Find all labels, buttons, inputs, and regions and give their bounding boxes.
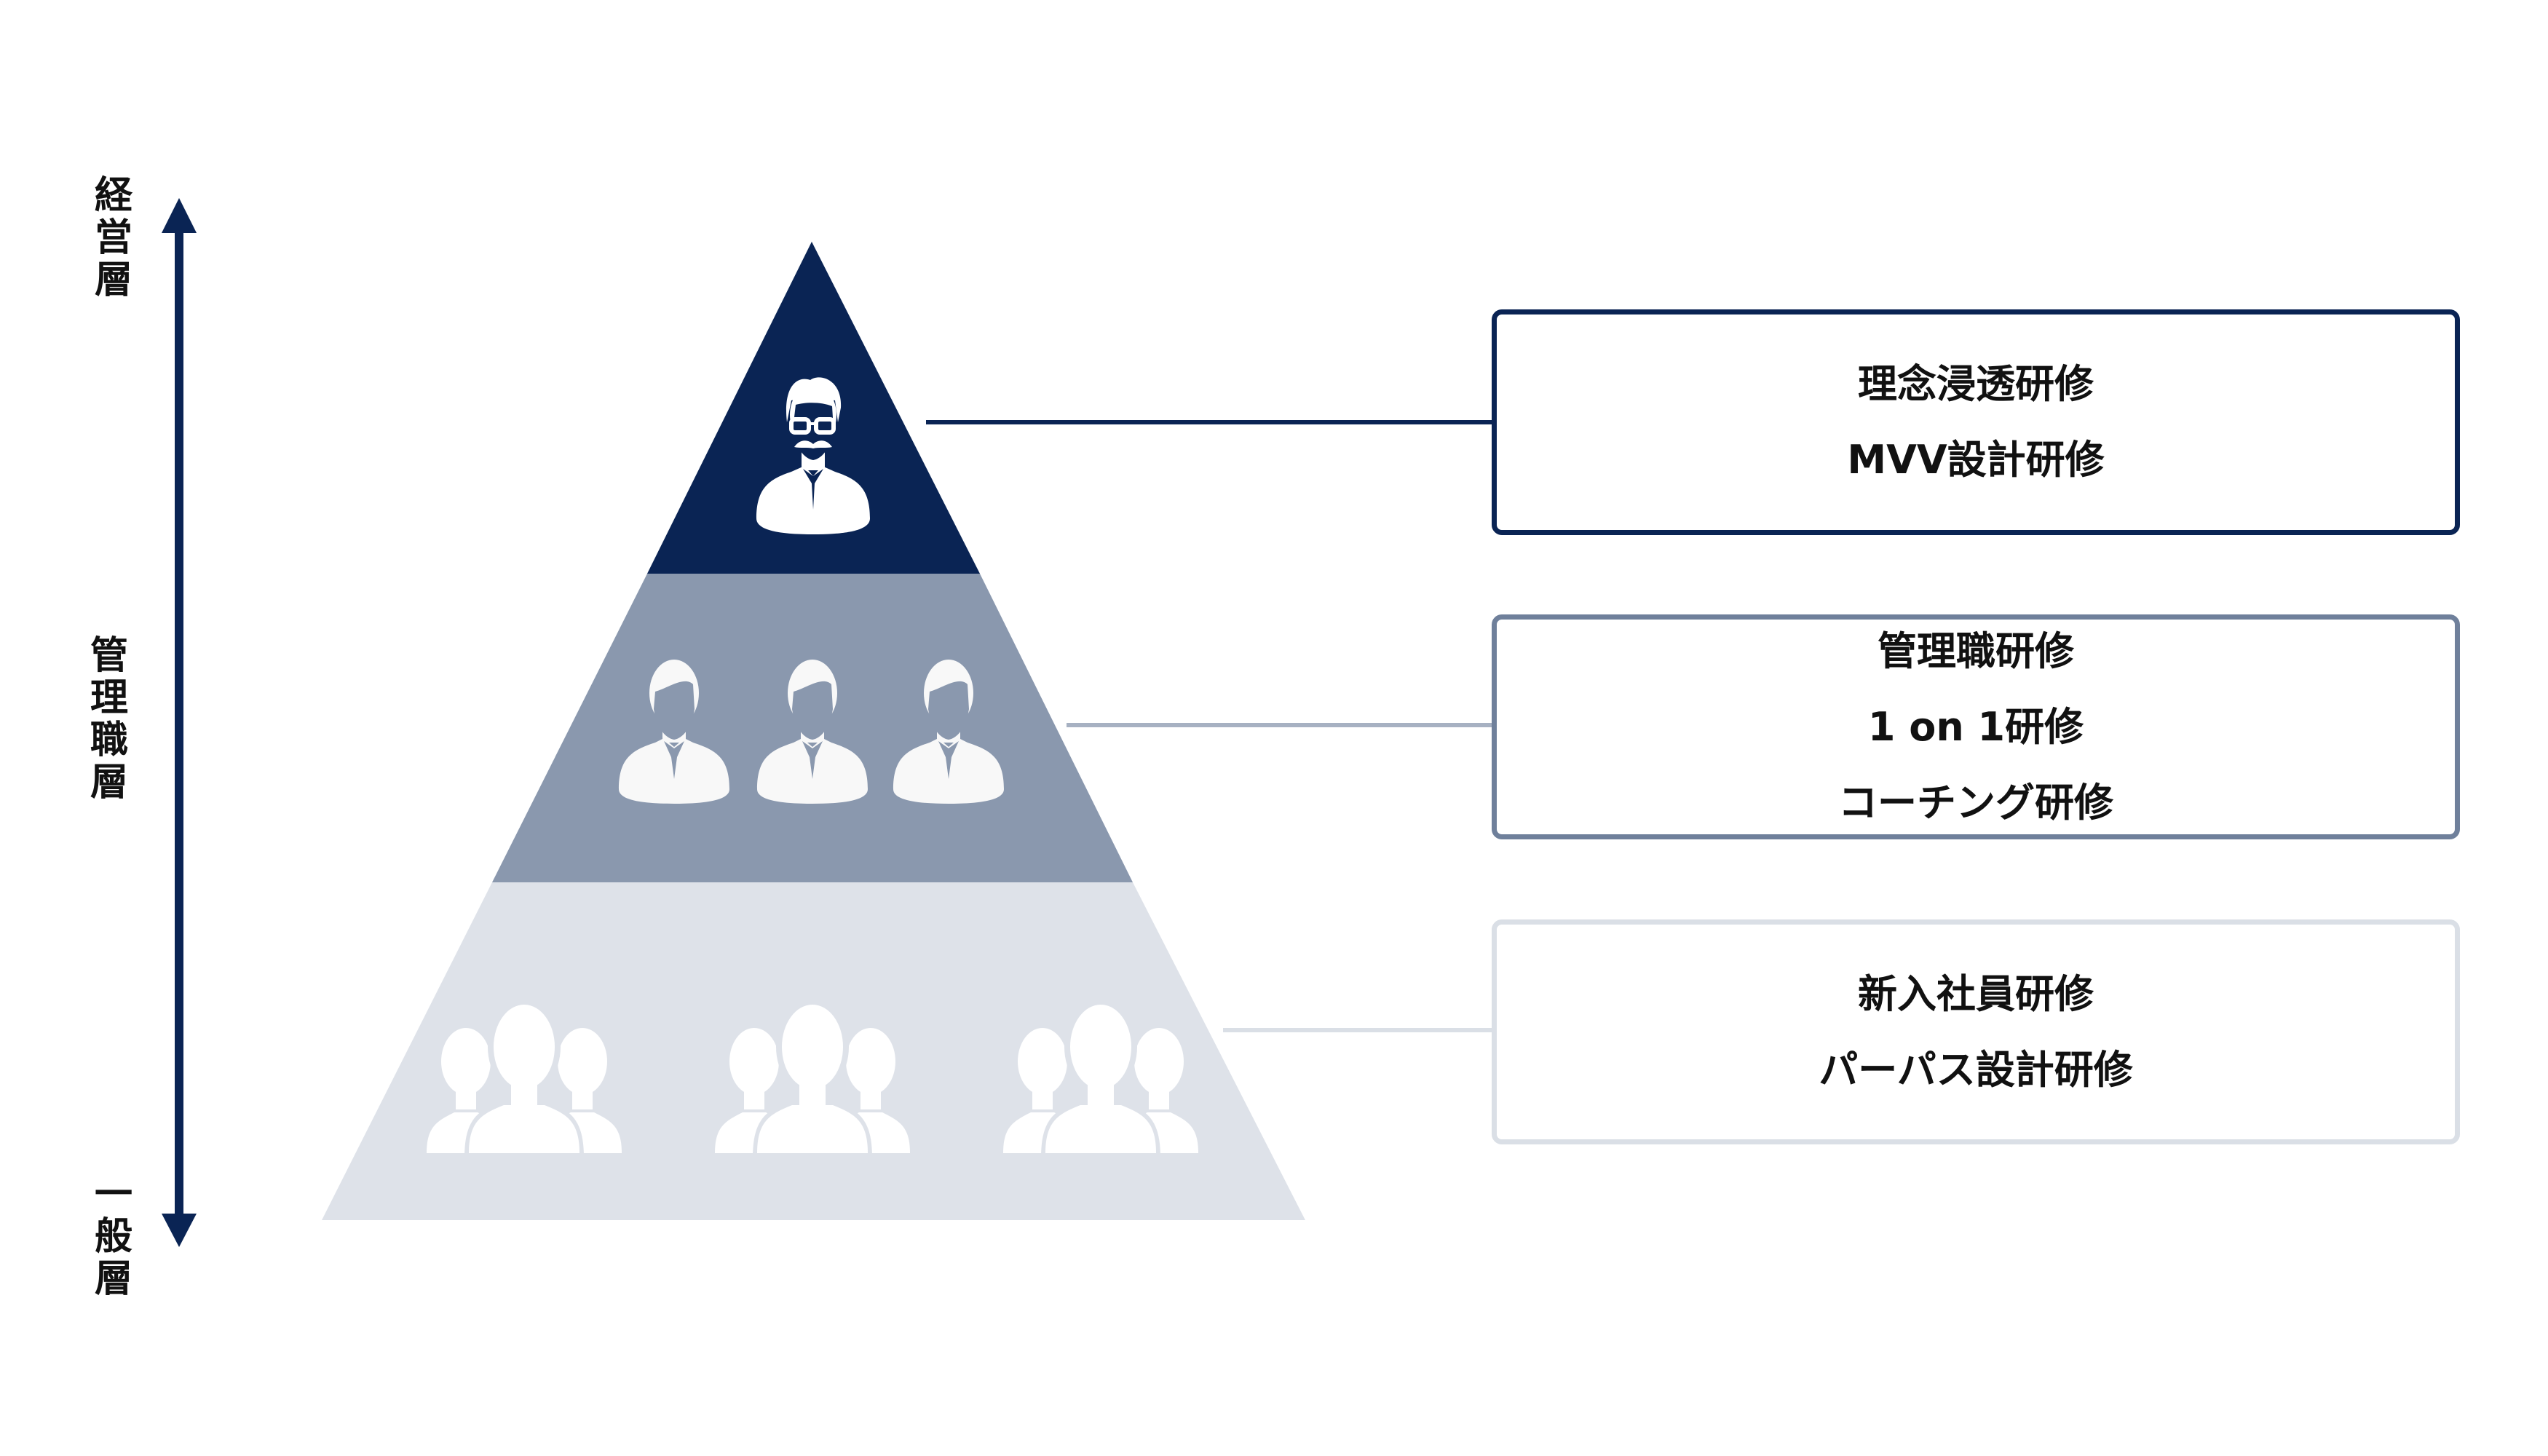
axis-label-general: 一般層 — [94, 1173, 132, 1301]
businessperson-icon — [757, 660, 868, 804]
hierarchy-arrow — [162, 198, 197, 1247]
arrow-shaft — [175, 229, 183, 1216]
group-people-icon — [1003, 999, 1198, 1158]
axis-label-manager: 管理職層 — [90, 634, 128, 804]
general-icons-group — [427, 999, 1198, 1158]
connector-line-general — [1223, 1028, 1492, 1032]
connector-line-manager — [1067, 723, 1492, 727]
program-item: 1 on 1研修 — [1867, 703, 2084, 750]
program-box-executive: 理念浸透研修 MVV設計研修 — [1492, 309, 2460, 535]
arrow-head-down-icon — [162, 1214, 197, 1247]
program-item: パーパス設計研修 — [1819, 1046, 2133, 1093]
program-item: コーチング研修 — [1838, 779, 2113, 826]
program-item: 新入社員研修 — [1858, 970, 2094, 1017]
businessperson-icon — [619, 660, 729, 804]
connector-line-executive — [926, 420, 1492, 424]
businessperson-icon — [893, 660, 1004, 804]
program-item: 管理職研修 — [1878, 628, 2074, 674]
axis-label-executive: 経営層 — [94, 174, 132, 302]
program-item: 理念浸透研修 — [1858, 361, 2094, 407]
executive-person-icon — [756, 377, 870, 534]
program-box-general: 新入社員研修 パーパス設計研修 — [1492, 919, 2460, 1144]
manager-icons-group — [619, 660, 1004, 804]
program-box-manager: 管理職研修 1 on 1研修 コーチング研修 — [1492, 614, 2460, 839]
group-people-icon — [715, 999, 910, 1158]
group-people-icon — [427, 999, 622, 1158]
arrow-head-up-icon — [162, 198, 197, 233]
program-item: MVV設計研修 — [1847, 437, 2105, 483]
